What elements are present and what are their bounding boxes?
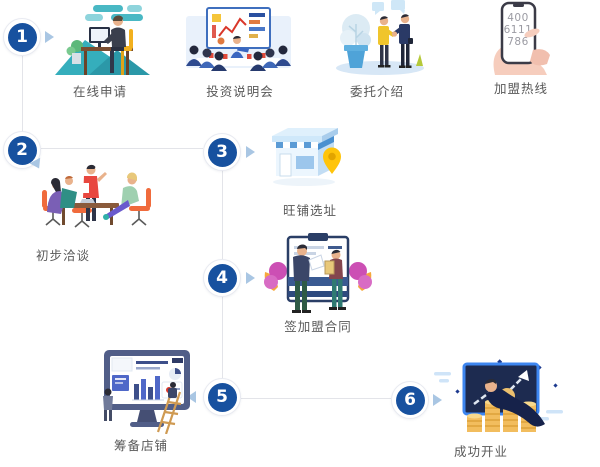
left-signer [292, 244, 325, 313]
step-3-number: 3 [207, 137, 237, 167]
step-4-number: 4 [207, 263, 237, 293]
speech-bubbles [372, 0, 405, 15]
left-sitting-pair [47, 175, 77, 214]
hand-holding-phone-illustration: 400 6111 786 [487, 0, 558, 75]
contract-signing-illustration [262, 233, 374, 317]
tapping-finger [524, 28, 540, 38]
connector-step1-step2 [22, 56, 23, 132]
connector-step5-step6 [241, 398, 391, 399]
step-6-number: 6 [395, 385, 425, 415]
right-sitting-person [103, 172, 139, 220]
step-5-number: 5 [207, 382, 237, 412]
person-at-computer-illustration [55, 2, 150, 78]
step-6-badge: 6 [391, 381, 429, 419]
right-signer [324, 249, 346, 310]
awning [276, 136, 334, 150]
step-2-number: 2 [7, 135, 37, 165]
step-4-badge: 4 [203, 259, 241, 297]
opening-success-illustration [434, 356, 566, 438]
attendees-left [186, 45, 227, 71]
bar-chart [132, 376, 164, 401]
arrow-right-step1-icon [45, 31, 54, 43]
shop-setup-dashboard-illustration [96, 346, 198, 434]
label-preliminary-talk: 初步洽谈 [35, 248, 90, 263]
hotline-digits-line3: 786 [507, 36, 529, 48]
relaxing-person [485, 379, 545, 427]
hotline-digits-line2: 6111 [504, 24, 533, 36]
small-plant [416, 54, 423, 66]
label-site-selection: 旺铺选址 [282, 203, 337, 218]
step-3-badge: 3 [203, 133, 241, 171]
label-franchise-hotline: 加盟热线 [493, 81, 548, 96]
label-prepare-shop: 筹备店铺 [113, 438, 168, 453]
connector-step4-step5 [222, 296, 223, 379]
arrow-left-step5-icon [187, 391, 196, 403]
arrow-right-step6-icon [433, 394, 442, 406]
label-online-application: 在线申请 [72, 84, 127, 99]
hotline-digits-line1: 400 [507, 12, 529, 24]
right-chair [129, 188, 151, 226]
handshake-referral-illustration [328, 0, 432, 78]
storefront-location-illustration [266, 122, 352, 188]
growth-arrow [473, 370, 529, 405]
right-person [391, 14, 413, 68]
connector-step2-step3 [41, 148, 203, 149]
location-pin-icon [323, 147, 341, 174]
conference-presentation-illustration [185, 6, 292, 72]
step-5-badge: 5 [203, 378, 241, 416]
worker-on-ladder [168, 382, 177, 398]
standing-person [82, 164, 107, 221]
attendees-right [250, 45, 291, 71]
arrow-right-step4-icon [246, 272, 255, 284]
left-person [378, 16, 395, 68]
step-2-badge: 2 [3, 131, 41, 169]
ladder [156, 389, 182, 434]
decor-leaves [264, 262, 372, 291]
step-1-badge: 1 [3, 18, 41, 56]
label-successful-opening: 成功开业 [453, 444, 508, 459]
label-entrusted-referral: 委托介绍 [349, 84, 404, 99]
team-discussion-illustration [38, 162, 156, 243]
arrow-right-step3-icon [246, 146, 255, 158]
hand-thumb [530, 49, 550, 66]
laptop [80, 199, 95, 203]
label-investment-briefing: 投资说明会 [206, 84, 274, 99]
step-1-number: 1 [7, 22, 37, 52]
label-sign-contract: 签加盟合同 [284, 319, 352, 334]
potted-plant [340, 14, 371, 68]
phone-notch [513, 3, 524, 7]
connector-step3-step4 [222, 170, 223, 260]
worker-left [103, 388, 113, 421]
